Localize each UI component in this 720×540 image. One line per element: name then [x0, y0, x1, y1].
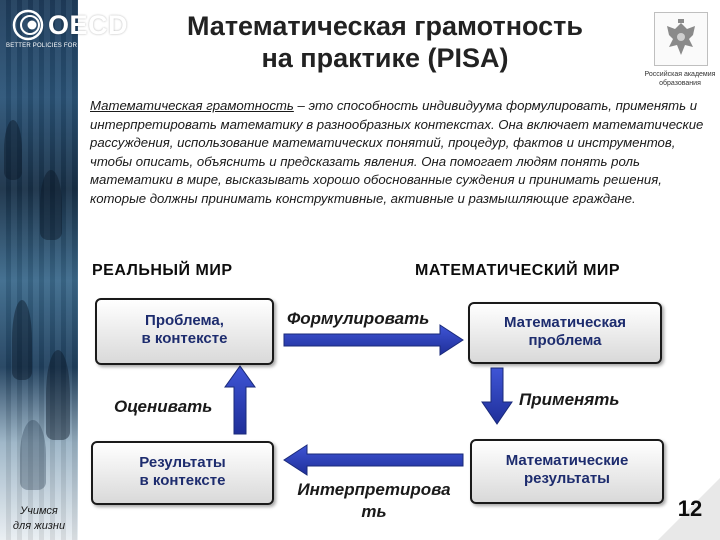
math-results-box — [470, 439, 664, 504]
definition-text: Математическая грамотность – это способн… — [90, 97, 705, 208]
interpret-arrow — [283, 444, 464, 476]
oecd-logo-subtitle: BETTER POLICIES FOR BETTER LIVES — [6, 43, 124, 49]
slide-title-line2: на практике (PISA) — [261, 43, 509, 73]
apply-label: Применять — [519, 390, 620, 409]
math-results-label: Математические результаты — [505, 452, 629, 487]
slide-title-line1: Математическая грамотность — [186, 11, 583, 41]
formulate-label: Формулировать — [287, 309, 430, 328]
page-number: 12 — [677, 496, 703, 521]
problem-context-label: Проблема, в контексте — [141, 312, 228, 347]
double-eagle-icon — [667, 19, 695, 55]
definition-body: – это способность индивидуума формулиров… — [90, 98, 704, 206]
sidebar-photo-strip — [0, 0, 78, 540]
real-world-heading: РЕАЛЬНЫЙ МИР — [92, 262, 233, 279]
problem-context-box — [95, 298, 274, 365]
math-world-heading: МАТЕМАТИЧЕСКИЙ МИР — [415, 262, 621, 279]
results-context-label: Результаты в контексте — [139, 454, 226, 489]
oecd-logo: OECD BETTER POLICIES FOR BETTER LIVES — [6, 8, 128, 50]
emblem-caption: Российская академия образования — [644, 71, 716, 87]
oecd-logo-text: OECD — [48, 10, 129, 40]
sidebar-tagline: Учимся для жизни — [12, 505, 66, 532]
evaluate-arrow — [224, 365, 256, 435]
math-problem-label: Математическая проблема — [503, 314, 627, 349]
page-corner-mark — [658, 478, 720, 540]
math-problem-box — [468, 302, 662, 364]
apply-arrow — [481, 367, 513, 425]
definition-term: Математическая грамотность — [90, 98, 294, 113]
rao-emblem — [654, 12, 708, 66]
results-context-box — [91, 441, 274, 505]
formulate-arrow — [283, 324, 464, 356]
interpret-label: Интерпретирова ть — [297, 480, 451, 521]
evaluate-label: Оценивать — [114, 397, 213, 416]
slide-title: Математическая грамотность на практике (… — [150, 10, 620, 74]
